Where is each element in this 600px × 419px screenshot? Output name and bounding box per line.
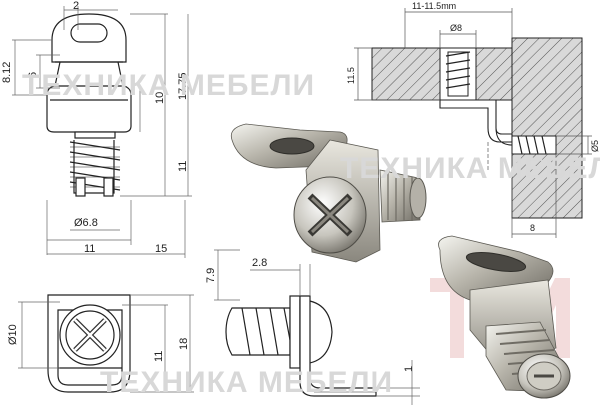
dim-side-height: 7.9 <box>205 268 217 283</box>
front-view-dimension-labels: 2 8.12 6 10 17.75 11 Ø6.8 11 15 <box>1 0 189 255</box>
dim-wall-screw-diameter: Ø5 <box>590 140 600 152</box>
bottom-view-dimension-lines <box>18 294 194 393</box>
bottom-view <box>47 294 131 393</box>
dim-overall-height: 17.75 <box>177 72 189 100</box>
bottom-view-dimension-labels: Ø10 11 18 <box>7 324 190 362</box>
dim-hole-diameter: Ø8 <box>450 23 462 33</box>
install-section-dimension-lines <box>354 8 592 238</box>
dim-width-outer: 18 <box>178 338 190 350</box>
side-view <box>225 295 377 397</box>
install-section-dimension-labels: 11-11.5mm Ø8 11.5 Ø5 8 <box>346 1 600 233</box>
dim-top-offset: 2 <box>73 0 79 12</box>
dim-width-inner: 11 <box>153 351 165 362</box>
dim-total-height: 8.12 <box>1 62 13 83</box>
dim-depth: 11.5 <box>346 67 356 84</box>
watermark-text-2: ТЕХНИКА МЕБЕЛИ <box>340 152 600 185</box>
dim-board-thickness: 11-11.5mm <box>412 1 456 11</box>
dim-head-diameter: Ø10 <box>7 324 19 345</box>
watermark-text-1: ТЕХНИКА МЕБЕЛИ <box>22 69 315 102</box>
dim-screw-depth: 8 <box>530 223 535 233</box>
dim-body-height: 10 <box>154 92 166 104</box>
dim-screw-diameter: Ø6.8 <box>74 217 98 229</box>
side-view-dimension-lines <box>214 249 420 405</box>
dim-overall-width: 15 <box>155 243 167 255</box>
front-view-dimension-lines <box>12 6 192 258</box>
product-photo-front <box>230 123 427 263</box>
side-view-dimension-labels: 7.9 2.8 1 <box>205 257 415 372</box>
watermark-text-3: ТЕХНИКА МЕБЕЛИ <box>100 366 393 399</box>
dim-eye-height: 6 <box>27 72 39 78</box>
product-photo-rear <box>438 235 571 399</box>
dim-side-thickness: 1 <box>403 366 415 372</box>
install-section <box>371 37 583 219</box>
dim-base-width: 11 <box>84 243 95 255</box>
dim-screw-length: 11 <box>177 161 189 172</box>
dim-side-offset: 2.8 <box>252 257 267 269</box>
front-view <box>46 13 132 197</box>
